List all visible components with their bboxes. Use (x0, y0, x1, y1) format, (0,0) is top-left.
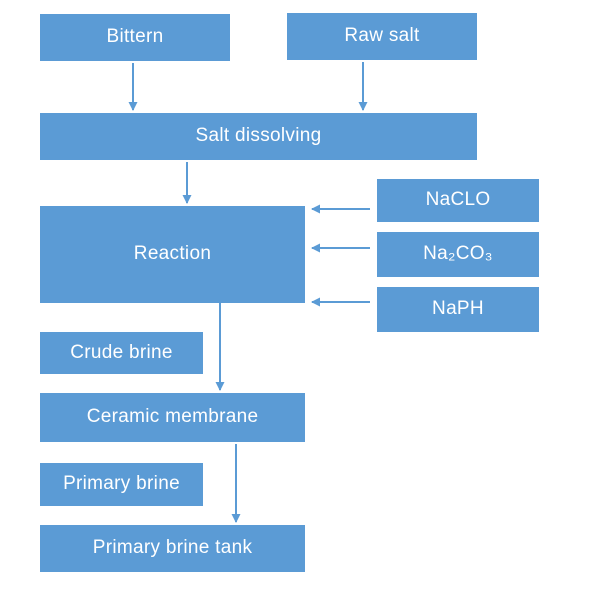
node-crude-brine: Crude brine (40, 332, 203, 374)
node-salt-dissolving: Salt dissolving (40, 113, 477, 160)
node-reaction: Reaction (40, 206, 305, 303)
node-primary-brine-tank: Primary brine tank (40, 525, 305, 572)
node-na2co3: Na₂CO₃ (377, 232, 539, 277)
node-raw-salt: Raw salt (287, 13, 477, 60)
node-primary-brine: Primary brine (40, 463, 203, 506)
node-ceramic-membrane: Ceramic membrane (40, 393, 305, 442)
node-naph: NaPH (377, 287, 539, 332)
node-bittern: Bittern (40, 14, 230, 61)
node-naclo: NaCLO (377, 179, 539, 222)
